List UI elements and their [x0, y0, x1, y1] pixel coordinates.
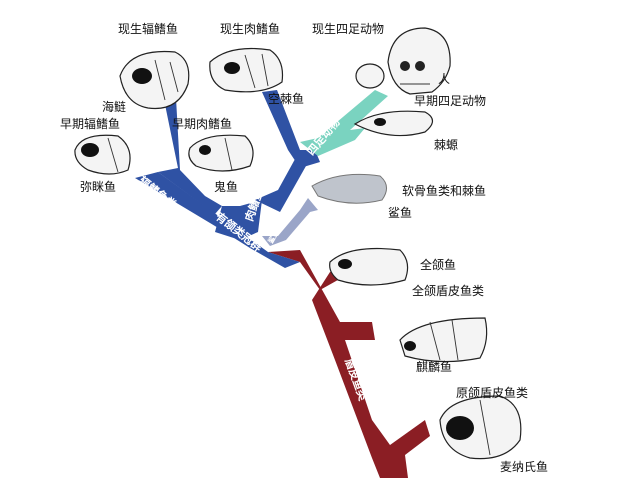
- tetrapod-branch: [300, 90, 388, 156]
- skull-early-lobe-fin: [188, 134, 254, 172]
- skull-early-ray-fin: [74, 134, 131, 175]
- label-lobe-fin-modern: 现生肉鳍鱼: [220, 22, 281, 36]
- label-early-tetrapod: 早期四足动物: [414, 94, 487, 108]
- label-human: 人: [438, 72, 451, 86]
- label-chondrichthyan: 软骨鱼类和棘鱼: [402, 184, 487, 198]
- skull-lobe-fin-modern: [209, 47, 284, 93]
- label-sturgeon: 海鲢: [102, 100, 127, 114]
- skull-early-tetrapod: [353, 110, 434, 137]
- label-qilinyu: 麒麟鱼: [416, 360, 453, 374]
- label-lungfish: 棘螈: [434, 138, 459, 152]
- skull-shark: [311, 173, 387, 204]
- label-mimia: 弥眯鱼: [80, 180, 117, 194]
- skull-maknat: [439, 395, 522, 460]
- label-early-lobe-fin: 早期肉鳍鱼: [172, 117, 233, 131]
- label-coelacanth: 空棘鱼: [268, 92, 305, 106]
- osteichthyes-branch: [135, 80, 320, 268]
- skull-human: [355, 27, 451, 95]
- skull-qilinyu: [399, 317, 488, 363]
- label-guiyu: 鬼鱼: [214, 180, 239, 194]
- skull-ray-fin-modern: [119, 50, 190, 110]
- label-quanhe: 全颌鱼: [420, 258, 457, 272]
- label-primitive-placoderm: 原颌盾皮鱼类: [456, 386, 529, 400]
- skull-quanhe: [329, 247, 409, 286]
- label-ray-fin-modern: 现生辐鳍鱼: [118, 22, 179, 36]
- label-tetrapod-modern: 现生四足动物: [312, 22, 385, 36]
- label-early-ray-fin: 早期辐鳍鱼: [60, 117, 121, 131]
- label-maknat: 麦纳氏鱼: [500, 460, 549, 474]
- label-quanhe-placoderm: 全颌盾皮鱼类: [412, 284, 485, 298]
- placoderm-branch: [268, 250, 430, 478]
- label-shark: 鲨鱼: [388, 206, 413, 220]
- chondrichthyes-branch: [262, 198, 318, 246]
